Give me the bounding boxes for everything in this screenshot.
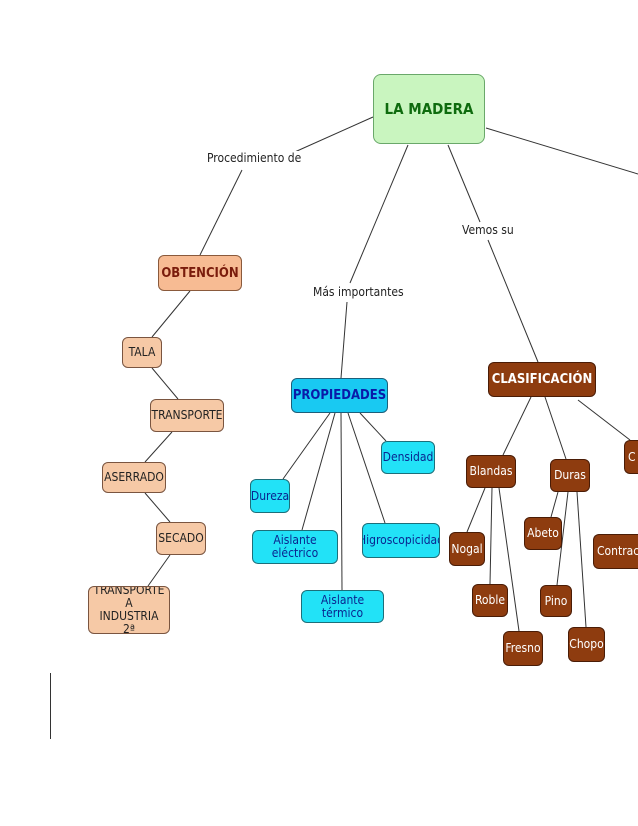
node-fresno: Fresno	[503, 631, 543, 666]
link-label-importantes: Más importantes	[312, 285, 405, 299]
node-chopo: Chopo	[568, 627, 605, 662]
edge-prop-higroscopicidad	[347, 412, 386, 524]
edge-duras-abeto	[550, 491, 559, 518]
node-transporte: TRANSPORTE	[150, 399, 224, 432]
node-blandas: Blandas	[466, 455, 516, 488]
node-densidad: Densidad	[381, 441, 435, 474]
node-abeto: Abeto	[524, 517, 562, 550]
edge-prop-aislante-electrico	[301, 412, 336, 531]
node-duras: Duras	[550, 459, 590, 492]
node-roble: Roble	[472, 584, 508, 617]
edge-secado-transporte2	[147, 554, 171, 587]
node-contrachapado: Contrach	[593, 534, 638, 569]
edge-procedimiento-obtencion	[199, 169, 243, 256]
node-pino: Pino	[540, 585, 572, 617]
edge-aserrado-secado	[144, 492, 171, 523]
edge-clas-blandas	[502, 396, 532, 456]
node-nogal: Nogal	[449, 532, 485, 566]
node-dureza: Dureza	[250, 479, 290, 513]
edge-prop-aislante-termico	[340, 412, 343, 591]
edge-blandas-fresno	[498, 487, 520, 632]
edge-root-offpage	[485, 127, 638, 175]
node-tala: TALA	[122, 337, 162, 368]
node-propiedades: PROPIEDADES	[291, 378, 388, 413]
node-aislante-termico: Aislante térmico	[301, 590, 384, 623]
node-obtencion: OBTENCIÓN	[158, 255, 242, 291]
node-third-category: C	[624, 440, 638, 474]
edge-root-vemos	[447, 144, 481, 223]
edge-clas-duras	[544, 396, 567, 460]
edge-vemos-clasificacion	[487, 239, 539, 363]
edge-duras-pino	[556, 491, 569, 586]
edge-blandas-nogal	[466, 487, 486, 533]
node-aislante-electrico: Aislante eléctrico	[252, 530, 338, 564]
edge-obtencion-tala	[151, 290, 191, 338]
node-transporte-industria: TRANSPORTE A INDUSTRIA 2ª	[88, 586, 170, 634]
edge-transporte-aserrado	[144, 431, 173, 463]
link-label-procedimiento: Procedimiento de	[206, 151, 303, 165]
edge-prop-densidad	[359, 412, 387, 442]
edge-root-importantes	[349, 144, 409, 284]
edge-blandas-roble	[489, 487, 493, 585]
node-clasificacion: CLASIFICACIÓN	[488, 362, 596, 397]
edge-tala-transporte	[151, 367, 179, 400]
edge-importantes-propiedades	[340, 301, 348, 379]
node-higroscopicidad: Higroscopicidad	[362, 523, 440, 558]
node-secado: SECADO	[156, 522, 206, 555]
edge-duras-chopo	[576, 491, 587, 628]
root-node-la-madera: LA MADERA	[373, 74, 485, 144]
edge-clas-third	[577, 399, 631, 441]
node-aserrado: ASERRADO	[102, 462, 166, 493]
edge-root-procedimiento	[287, 116, 374, 156]
page-margin-bar	[50, 673, 51, 739]
link-label-vemos: Vemos su	[461, 223, 515, 237]
edge-prop-dureza	[282, 412, 331, 480]
